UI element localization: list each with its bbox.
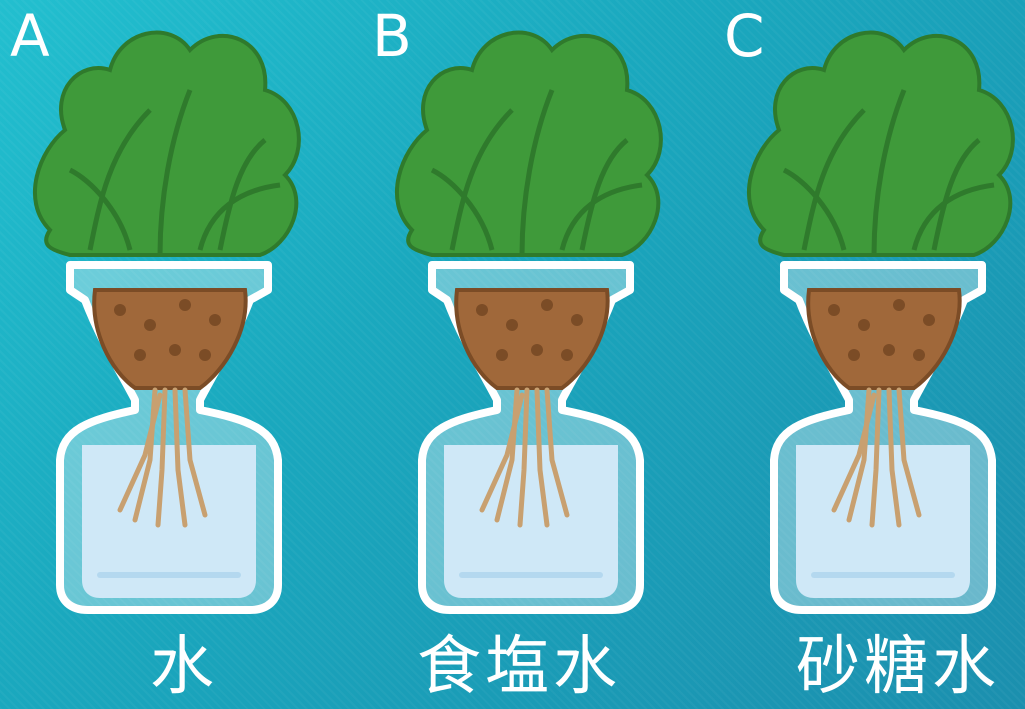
soil-icon: [94, 290, 245, 388]
hydroponic-plant-icon: [724, 0, 1024, 620]
panel-caption-c: 砂糖水: [796, 628, 1000, 706]
lettuce-icon: [749, 33, 1013, 255]
soil-icon: [808, 290, 959, 388]
lettuce-icon: [35, 33, 299, 255]
lettuce-icon: [397, 33, 661, 255]
panel-c: C 砂糖水: [724, 0, 1024, 709]
panel-a: A 水: [10, 0, 310, 709]
hydroponic-plant-icon: [10, 0, 310, 620]
hydroponic-plant-icon: [372, 0, 672, 620]
panel-caption-a: 水: [150, 628, 218, 706]
panel-b: B 食塩水: [372, 0, 672, 709]
soil-icon: [456, 290, 607, 388]
panel-caption-b: 食塩水: [417, 628, 621, 706]
